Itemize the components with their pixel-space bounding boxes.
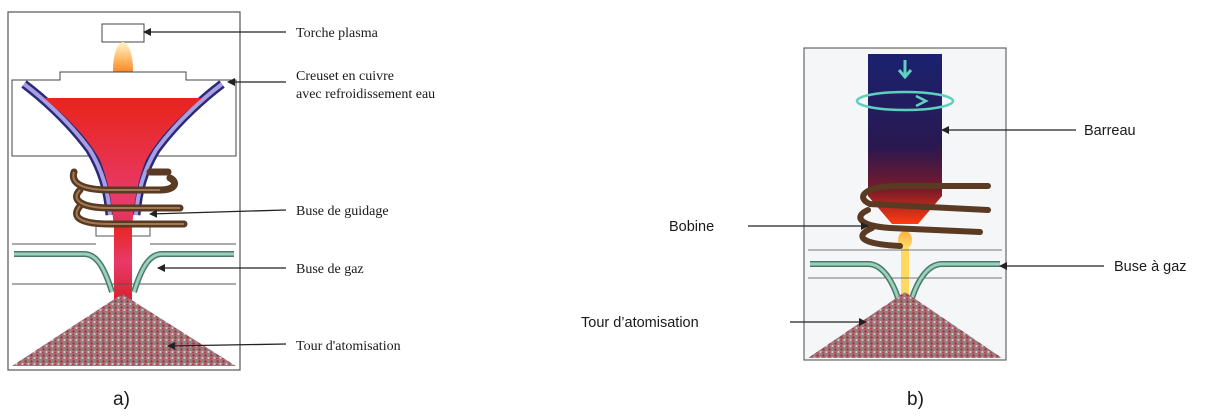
label-tower-b: Tour d’atomisation [581,315,699,331]
feed-bar [868,54,942,224]
label-crucible-line1: Creuset en cuivre [296,69,394,84]
label-crucible-line2: avec refroidissement eau [296,87,435,102]
caption-b: b) [907,389,924,410]
figure-b: Barreau Bobine Buse à gaz Tour d’atomisa… [581,47,1187,410]
figure-a: Torche plasma Creuset en cuivre avec ref… [7,11,435,410]
induction-coil-b [857,183,991,249]
label-bar: Barreau [1084,123,1136,139]
plasma-torch [101,23,145,43]
label-gas-nozzle-b: Buse à gaz [1114,259,1187,275]
gas-nozzle-b [808,249,1002,299]
label-torch: Torche plasma [296,26,379,41]
molten-metal [44,98,202,300]
label-guide-nozzle: Buse de guidage [296,204,389,219]
atomisation-tower-b [808,292,1002,358]
down-arrow-icon [897,60,913,80]
label-tower: Tour d'atomisation [296,339,401,354]
rotation-arrow-icon [855,90,955,112]
caption-a: a) [113,389,130,410]
gas-nozzle [12,243,236,293]
label-gas-nozzle: Buse de gaz [296,262,364,277]
label-coil: Bobine [669,219,714,235]
atomisation-tower [12,294,236,366]
